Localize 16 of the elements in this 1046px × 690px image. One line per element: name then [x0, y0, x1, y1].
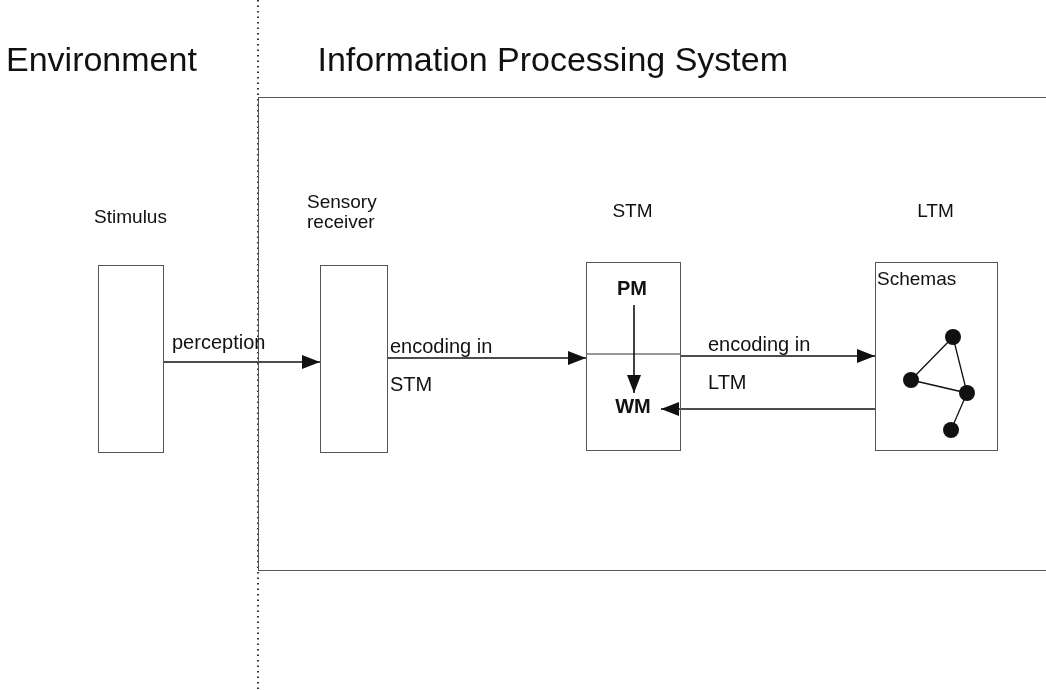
arrow [387, 351, 587, 365]
arrow [163, 355, 321, 369]
edge-label: encoding in STM [390, 334, 494, 397]
arrow [627, 304, 641, 394]
arrow [680, 349, 876, 363]
box-heading: Information Processing System [317, 41, 790, 78]
box-title: Schemas [877, 269, 958, 289]
region-heading: Environment [6, 40, 197, 79]
box-heading: Stimulus [93, 206, 168, 227]
box-heading: LTM [916, 201, 955, 221]
edge-label: encoding in LTM [708, 332, 812, 395]
store-label: PM [616, 278, 648, 299]
store-label: WM [614, 396, 652, 417]
arrow [660, 402, 876, 416]
box-heading: Sensory receiver [307, 192, 378, 232]
box-heading: STM [611, 201, 654, 221]
